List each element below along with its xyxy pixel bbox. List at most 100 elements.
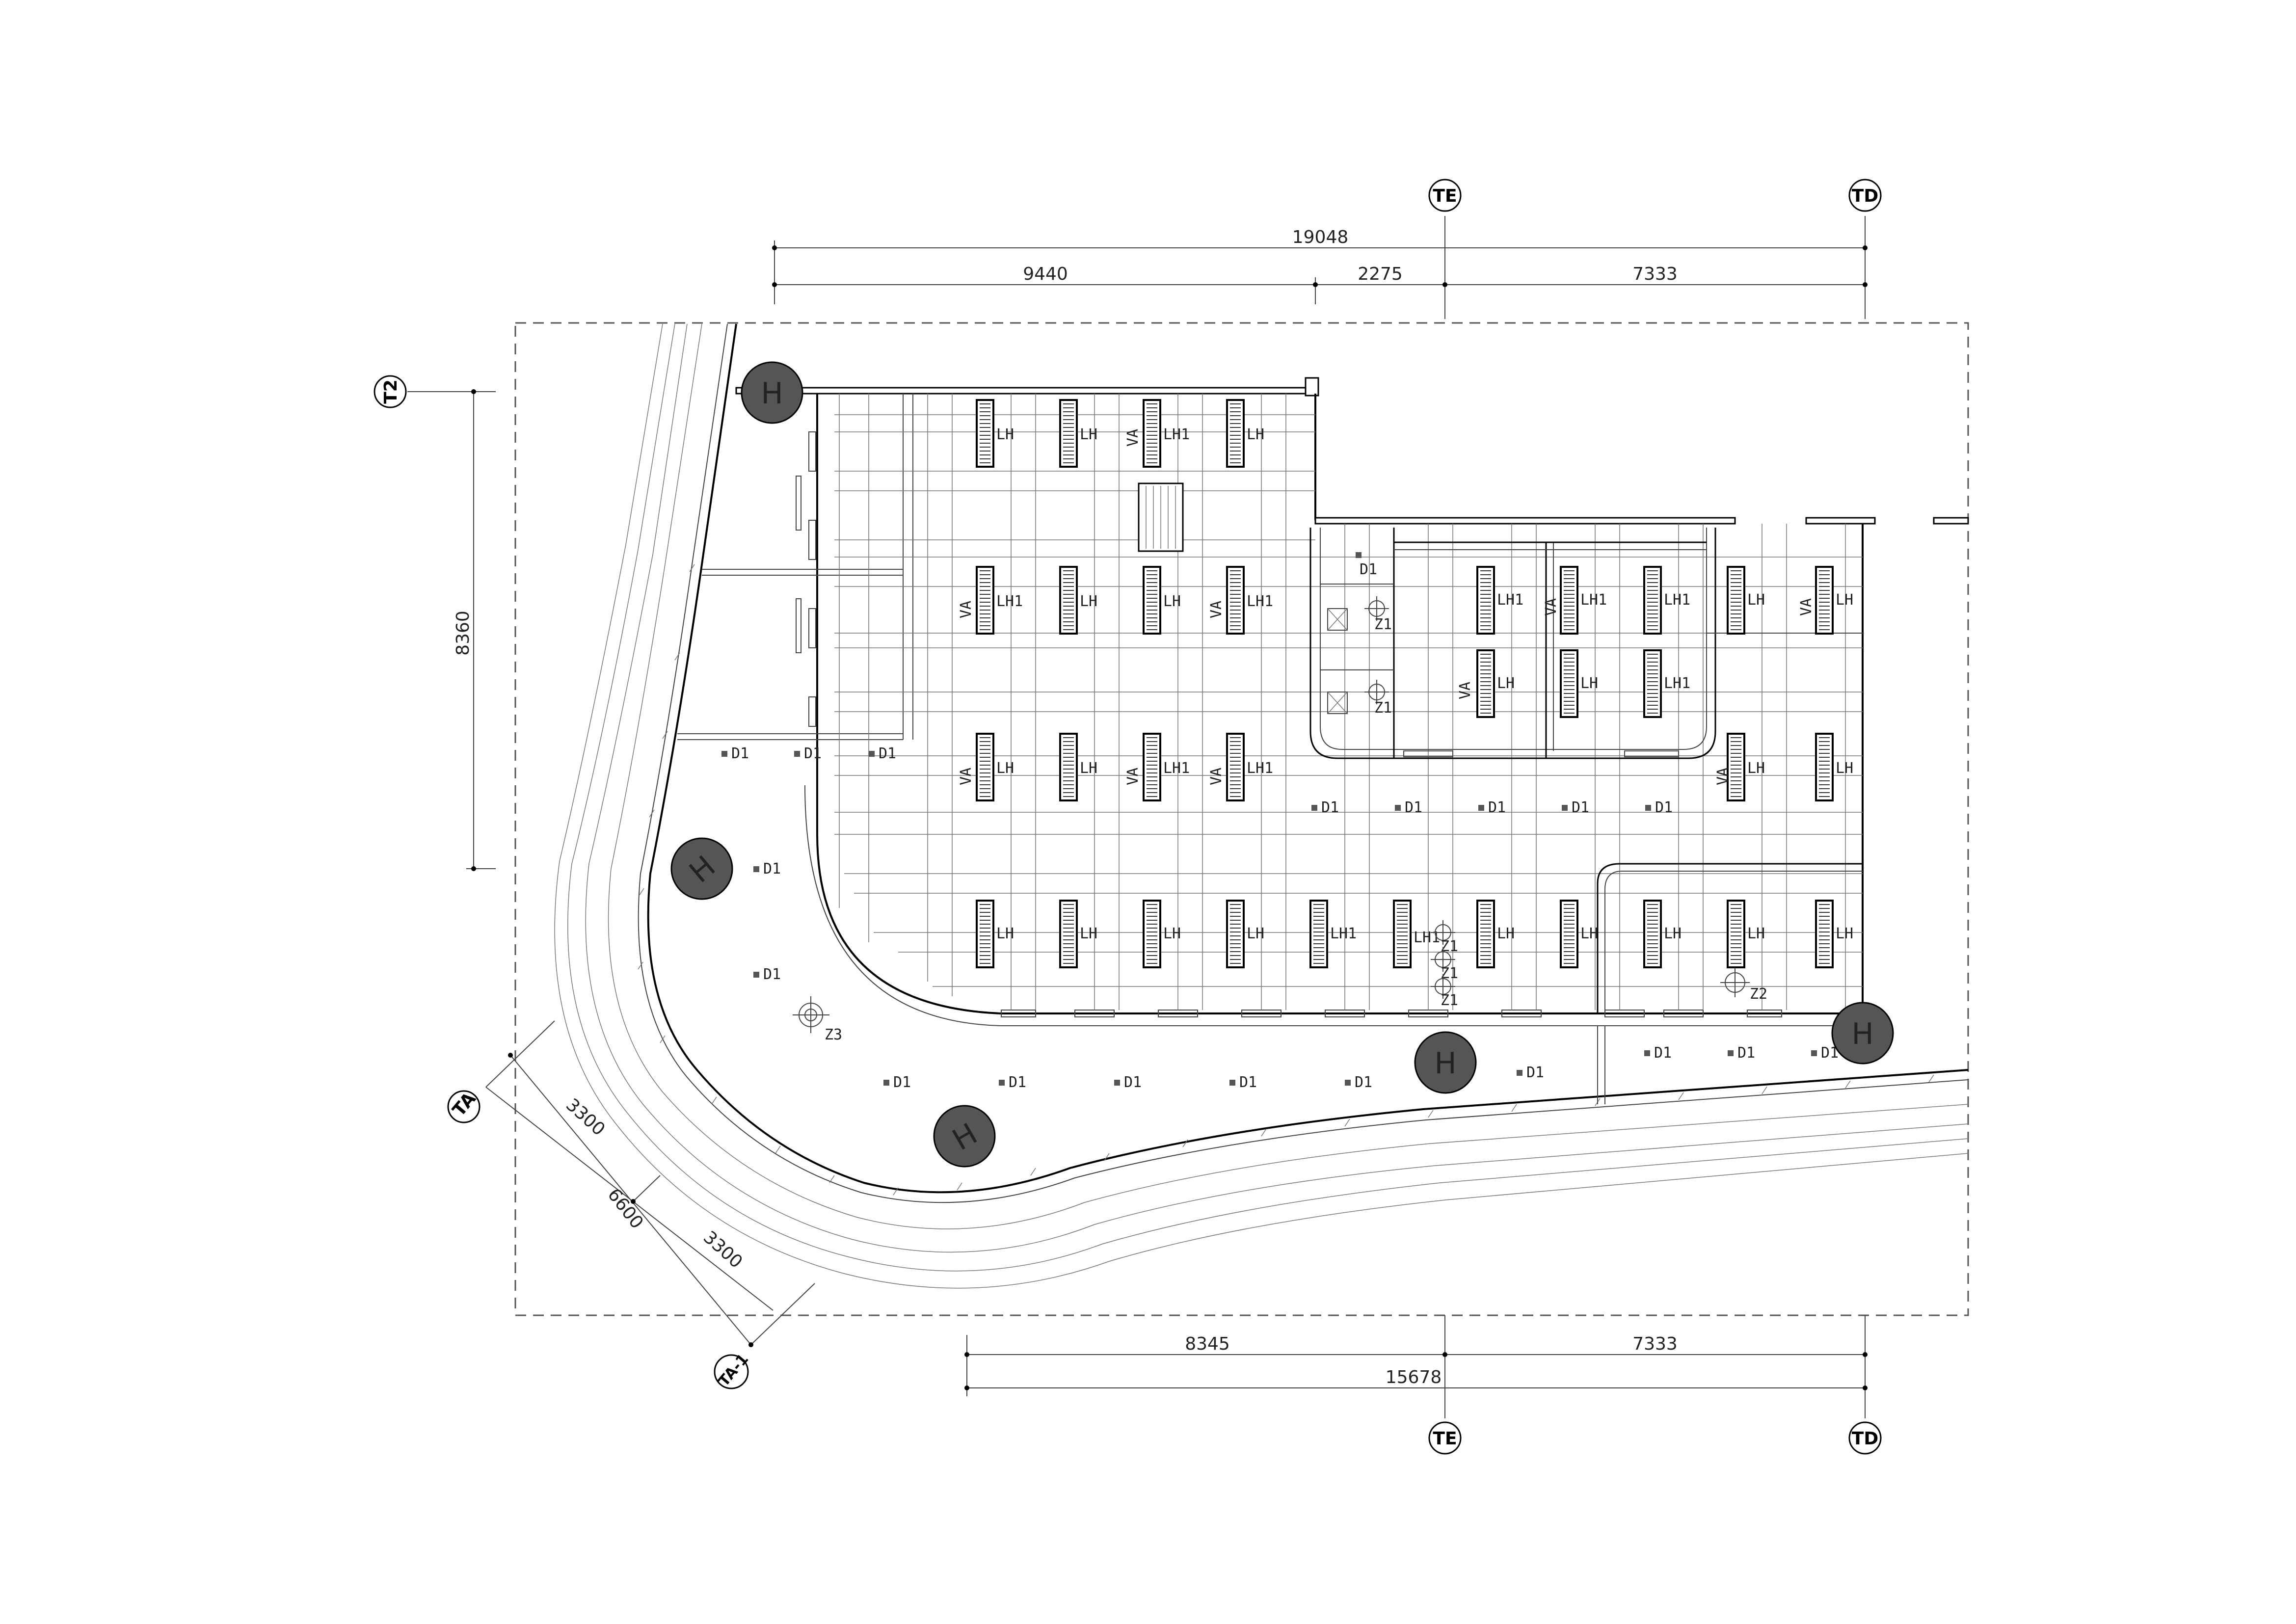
svg-text:Z1: Z1 — [1374, 616, 1392, 633]
grille-light-fixture — [1560, 566, 1578, 635]
building-outline — [677, 377, 1969, 1026]
tag-lh: LH — [1247, 426, 1264, 443]
tag-lh: LH — [1247, 925, 1264, 942]
tag-lh: LH — [1836, 591, 1853, 609]
grille-light-fixture — [1059, 399, 1078, 468]
dim-top-total: 19048 — [1292, 227, 1349, 247]
tag-lh1: LH1 — [1163, 426, 1190, 443]
grid-bubble-bottom-te: TE — [1428, 1421, 1462, 1455]
dim-top-seg-a: 9440 — [1023, 264, 1068, 284]
grille-light-fixture — [1643, 566, 1662, 635]
dim-bottom-seg-a: 8345 — [1185, 1334, 1230, 1354]
svg-text:H: H — [1434, 1046, 1456, 1081]
grille-light-fixture — [1143, 399, 1161, 468]
tag-lh: LH — [1080, 760, 1097, 777]
ceiling-grid — [834, 394, 1863, 1010]
tag-d1: D1 — [1737, 1044, 1755, 1062]
tag-lh: LH — [1580, 675, 1598, 692]
target-z1: Z1 — [1364, 596, 1392, 633]
target-z1: Z1 — [1431, 974, 1458, 1009]
tag-lh: LH — [1080, 925, 1097, 942]
inner-rooms — [1138, 482, 1863, 1104]
h-marker: H — [933, 1105, 996, 1168]
tag-va: VA — [1208, 601, 1225, 618]
tag-va: VA — [1208, 768, 1225, 785]
tag-d1: D1 — [1360, 561, 1377, 578]
tag-d1: D1 — [763, 966, 781, 983]
grille-light-fixture — [1226, 566, 1245, 635]
tag-lh: LH — [996, 760, 1014, 777]
svg-text:TE: TE — [1433, 1429, 1457, 1449]
target-z2: Z2 — [1720, 968, 1767, 1003]
tag-d1: D1 — [1654, 1044, 1672, 1062]
grille-light-fixture — [1143, 900, 1161, 968]
target-z3: Z3 — [793, 996, 842, 1043]
tag-lh: LH — [1747, 925, 1765, 942]
svg-text:H: H — [1851, 1017, 1873, 1051]
tag-lh: LH — [996, 426, 1014, 443]
dim-diag-total: 6600 — [604, 1185, 647, 1232]
h-marker: H — [670, 837, 733, 900]
tag-d1: D1 — [1239, 1074, 1257, 1091]
grille-light-fixture — [1059, 566, 1078, 635]
target-z1: Z1 — [1431, 920, 1458, 955]
dim-bottom-total: 15678 — [1386, 1367, 1442, 1387]
grille-light-fixture — [976, 733, 994, 801]
grille-light-fixture — [1143, 733, 1161, 801]
diffuser-markers: D1 D1 D1 D1 D1 D1 D1 D1 D1 D1 D1 D1 D1 D… — [721, 552, 1839, 1091]
fixture-labels: LH LH VA LH1 LH VA LH1 LH LH VA LH1 LH1 … — [958, 426, 1853, 946]
tag-va: VA — [1798, 598, 1815, 616]
grid-bubble-top-td: TD — [1848, 179, 1882, 212]
tag-lh: LH — [1497, 925, 1515, 942]
grille-light-fixture — [1309, 900, 1328, 968]
svg-text:Z1: Z1 — [1441, 992, 1458, 1009]
tag-lh1: LH1 — [1163, 760, 1190, 777]
svg-text:Z1: Z1 — [1374, 699, 1392, 717]
tag-va: VA — [1543, 598, 1560, 616]
tag-va: VA — [1124, 429, 1142, 447]
tag-lh1: LH1 — [1580, 591, 1607, 609]
grid-bubble-bottom-td: TD — [1848, 1421, 1882, 1455]
grid-bubble-ta: TA — [447, 1089, 481, 1123]
tag-va: VA — [1457, 682, 1474, 699]
grille-light-fixture — [1560, 900, 1578, 968]
svg-text:T2: T2 — [381, 379, 401, 404]
tag-lh1: LH1 — [1247, 760, 1273, 777]
grille-light-fixture — [1643, 649, 1662, 718]
tag-d1: D1 — [731, 745, 749, 762]
tag-lh: LH — [1747, 760, 1765, 777]
tag-d1: D1 — [893, 1074, 911, 1091]
grille-light-fixture — [1727, 566, 1745, 635]
grille-light-fixture — [1476, 566, 1495, 635]
target-z1: Z1 — [1431, 947, 1458, 982]
grille-light-fixture — [1643, 900, 1662, 968]
tag-lh: LH — [1080, 426, 1097, 443]
grille-light-fixture — [1226, 399, 1245, 468]
top-dimensions: 19048 9440 2275 7333 — [772, 216, 1868, 319]
svg-text:TD: TD — [1852, 1429, 1878, 1449]
grille-light-fixture — [1727, 900, 1745, 968]
grille-light-fixture — [1393, 900, 1412, 968]
tag-lh: LH — [1163, 593, 1181, 610]
tag-lh: LH — [1836, 925, 1853, 942]
grid-bubble-top-te: TE — [1428, 179, 1462, 212]
slab-edge-curves — [554, 323, 1969, 1289]
bottom-dimensions: 8345 7333 15678 — [964, 1315, 1868, 1418]
tag-lh: LH — [1836, 760, 1853, 777]
z-markers: Z1 Z1 Z1 Z1 Z1 Z2 — [793, 596, 1767, 1043]
h-markers: H H H H H — [670, 361, 1894, 1168]
tag-d1: D1 — [1355, 1074, 1372, 1091]
grille-light-fixture — [1727, 733, 1745, 801]
dim-top-seg-c: 7333 — [1632, 264, 1678, 284]
tag-lh: LH — [1580, 925, 1598, 942]
grille-light-fixture — [1476, 900, 1495, 968]
tag-lh1: LH1 — [996, 593, 1023, 610]
dim-top-seg-b: 2275 — [1358, 264, 1403, 284]
grille-light-fixture — [976, 399, 994, 468]
svg-text:Z2: Z2 — [1750, 985, 1767, 1003]
grille-light-fixture — [1476, 649, 1495, 718]
h-marker: H — [1831, 1002, 1894, 1065]
tag-d1: D1 — [1321, 799, 1339, 816]
tag-lh: LH — [1080, 593, 1097, 610]
grille-light-fixture — [976, 900, 994, 968]
